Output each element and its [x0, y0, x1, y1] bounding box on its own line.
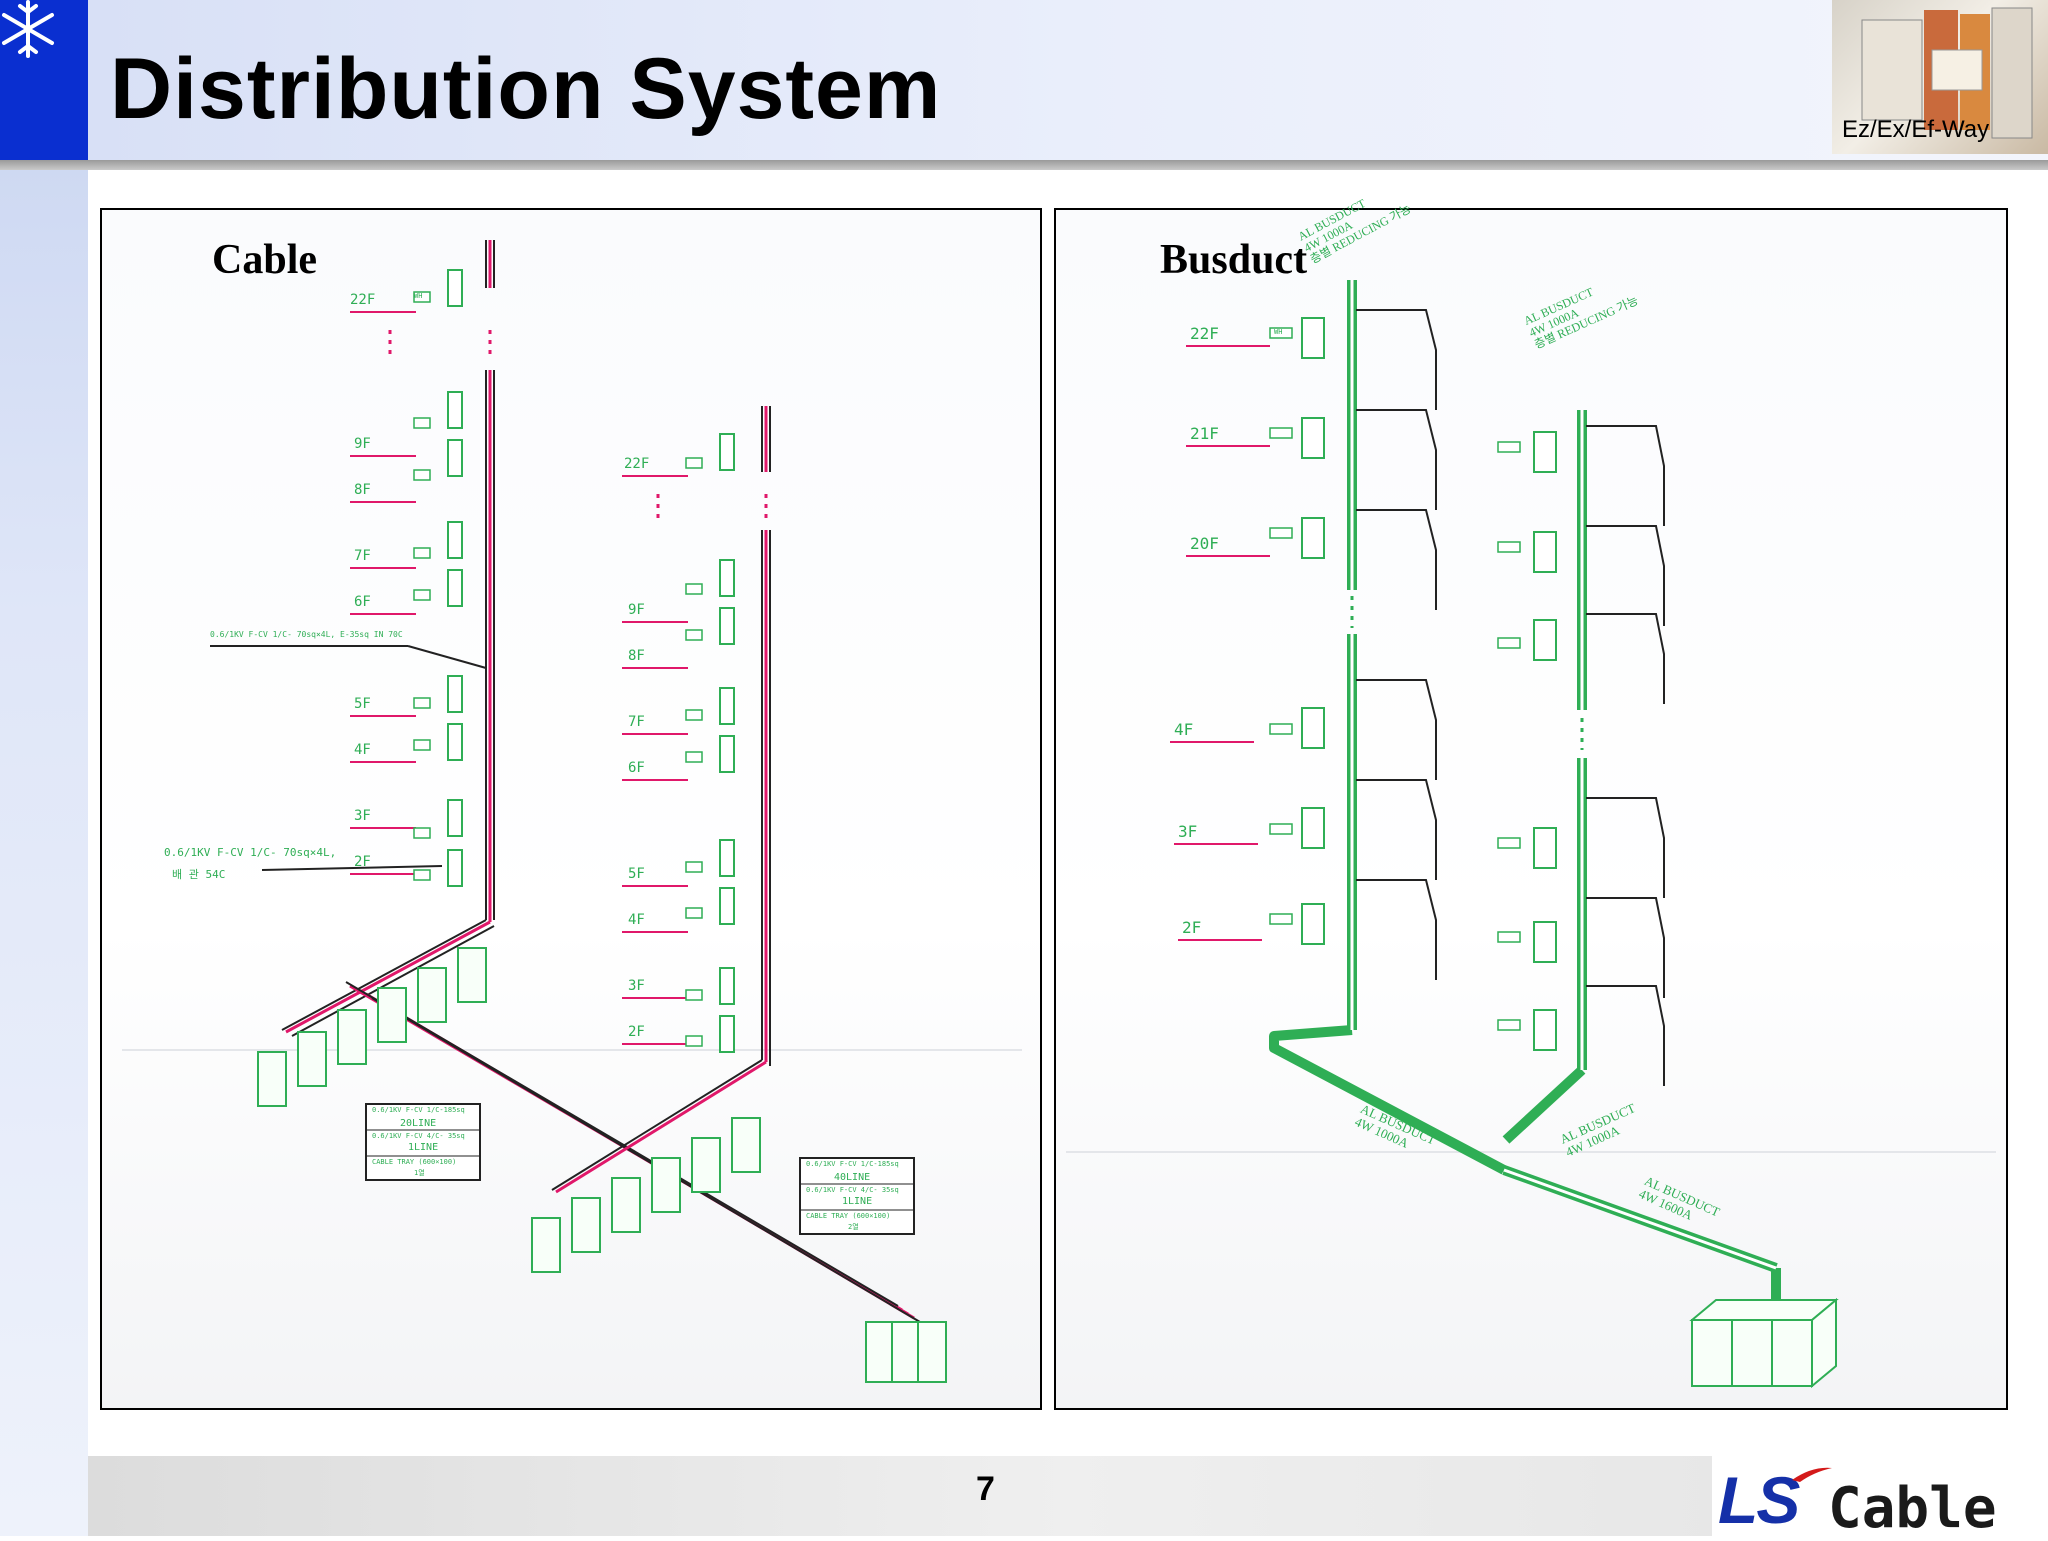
- floor-label: 2F: [1182, 918, 1202, 937]
- floor-label: 9F: [354, 436, 371, 452]
- legend-text: 1LINE: [842, 1196, 873, 1207]
- floor-label: 22F: [1190, 324, 1219, 343]
- cable-diagram-panel: Cable 22F 9F 8F 7F 6F 5F 4F 3F 2F 22F 9F…: [100, 208, 1042, 1410]
- legend-text: 1열: [414, 1169, 425, 1177]
- floor-label: 6F: [628, 760, 645, 776]
- floor-label: 4F: [354, 742, 371, 758]
- floor-label: 20F: [1190, 534, 1219, 553]
- floor-label: 2F: [628, 1024, 645, 1040]
- cable-spec-note: 0.6/1KV F-CV 1/C- 70sq×4L, E-35sq IN 70C: [210, 630, 403, 639]
- floor-label: 9F: [628, 602, 645, 618]
- logo-ls-text: LS: [1718, 1463, 1800, 1537]
- legend-text: CABLE TRAY (600×100): [806, 1212, 891, 1220]
- floor-label: 22F: [624, 456, 650, 472]
- legend-text: 0.6/1KV F-CV 1/C-185sq: [372, 1106, 465, 1114]
- legend-text: 0.6/1KV F-CV 4/C- 35sq: [806, 1186, 899, 1194]
- floor-label: 6F: [354, 594, 371, 610]
- floor-label: 4F: [1174, 720, 1194, 739]
- floor-label: 8F: [628, 648, 645, 664]
- floor-label: 3F: [354, 808, 371, 824]
- cable-spec-note: 0.6/1KV F-CV 1/C- 70sq×4L,: [164, 846, 337, 859]
- busduct-panel-title: Busduct: [1160, 237, 1308, 283]
- cable-riser-diagram: [122, 240, 1022, 1383]
- busduct-riser-diagram: [1066, 280, 1996, 1389]
- cable-panel-title: Cable: [212, 237, 317, 283]
- busduct-diagram-panel: Busduct 22F 21F 20F 4F 3F 2F WH AL BUSDU…: [1054, 196, 2008, 1410]
- floor-label: 21F: [1190, 424, 1219, 443]
- snowflake-logo-box: [0, 0, 88, 160]
- floor-label: 5F: [354, 696, 371, 712]
- logo-swoosh-icon: [1792, 1467, 1832, 1482]
- legend-text: 20LINE: [400, 1118, 437, 1129]
- floor-label: 3F: [628, 978, 645, 994]
- legend-text: 0.6/1KV F-CV 1/C-185sq: [806, 1160, 899, 1168]
- cable-spec-note: 배 관 54C: [172, 868, 226, 881]
- floor-label: 7F: [354, 548, 371, 564]
- page-number: 7: [976, 1470, 995, 1508]
- logo-cable-text: Cable: [1828, 1476, 1997, 1541]
- legend-text: 0.6/1KV F-CV 4/C- 35sq: [372, 1132, 465, 1140]
- product-label: Ez/Ex/Ef-Way: [1842, 116, 1990, 143]
- legend-text: 1LINE: [408, 1142, 439, 1153]
- snowflake-icon: [2, 0, 54, 58]
- legend-text: 40LINE: [834, 1172, 871, 1183]
- left-decor-bar: [0, 0, 88, 1536]
- header-rule: [0, 160, 2048, 170]
- floor-label: 22F: [350, 292, 376, 308]
- wh-meter-label: WH: [1274, 328, 1283, 336]
- slide-header: [88, 0, 2048, 160]
- busway-product-photo: [1832, 0, 2048, 154]
- floor-label: 3F: [1178, 822, 1198, 841]
- wh-meter-label: WH: [414, 292, 423, 300]
- legend-text: CABLE TRAY (600×100): [372, 1158, 457, 1166]
- floor-label: 8F: [354, 482, 371, 498]
- floor-label: 5F: [628, 866, 645, 882]
- page-title: Distribution System: [110, 41, 942, 137]
- floor-label: 2F: [354, 854, 371, 870]
- floor-label: 7F: [628, 714, 645, 730]
- floor-label: 4F: [628, 912, 645, 928]
- ls-cable-logo: [1712, 1456, 2048, 1536]
- legend-text: 2열: [848, 1223, 859, 1231]
